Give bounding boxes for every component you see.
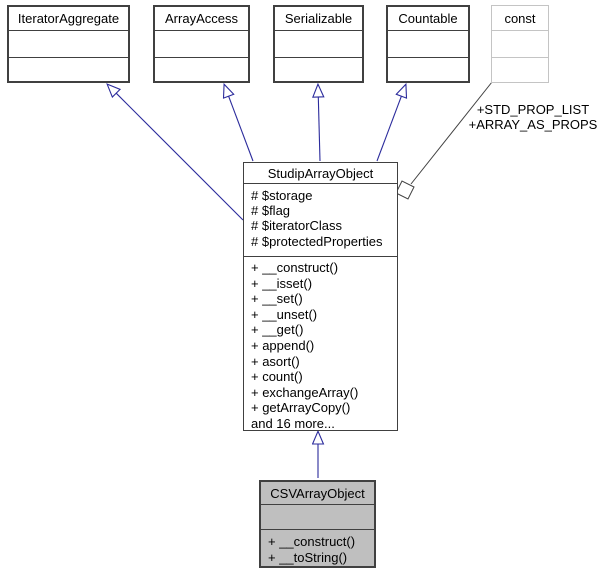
methods-compartment: + __construct() + __toString() [261, 530, 374, 566]
method: + getArrayCopy() [251, 400, 351, 416]
attributes-compartment-empty [155, 31, 248, 58]
method: + __get() [251, 322, 304, 338]
inheritance-edge-array-access [229, 96, 254, 162]
class-node-iterator-aggregate[interactable]: IteratorAggregate [7, 5, 130, 83]
inheritance-edge-iterator-aggregate [116, 93, 244, 221]
attributes-compartment-empty [388, 31, 468, 58]
class-node-studip-array-object[interactable]: StudipArrayObject # $storage # $flag # $… [243, 162, 398, 431]
methods-compartment-empty [155, 58, 248, 81]
method: + __unset() [251, 306, 318, 322]
class-title: StudipArrayObject [244, 163, 397, 184]
usage-diamond-anchor [395, 180, 415, 200]
class-title: ArrayAccess [155, 7, 248, 31]
method: + append() [251, 337, 315, 353]
class-title: Serializable [275, 7, 362, 31]
attributes-compartment-empty [275, 31, 362, 58]
class-title: CSVArrayObject [261, 482, 374, 505]
attribute: # $storage [251, 188, 313, 203]
class-node-csv-array-object[interactable]: CSVArrayObject + __construct() + __toStr… [259, 480, 376, 568]
inheritance-edge-countable [376, 96, 401, 162]
class-title: IteratorAggregate [9, 7, 128, 31]
method: + __toString() [268, 550, 348, 565]
more-members-ellipsis: and 16 more... [251, 415, 335, 431]
attributes-compartment: # $storage # $flag # $iteratorClass # $p… [244, 184, 397, 257]
const-edge-label-line1: +STD_PROP_LIST [476, 102, 590, 117]
method: + exchangeArray() [251, 384, 359, 400]
class-node-const: const [491, 5, 549, 83]
attribute: # $protectedProperties [251, 233, 383, 249]
method: + __construct() [268, 534, 356, 549]
methods-compartment-empty [9, 58, 128, 81]
class-node-array-access[interactable]: ArrayAccess [153, 5, 250, 83]
attributes-compartment-empty [9, 31, 128, 58]
usage-edge-const [410, 81, 493, 185]
class-title: Countable [388, 7, 468, 31]
attributes-compartment-empty [261, 505, 374, 530]
methods-compartment-empty [388, 58, 468, 81]
methods-compartment-empty [492, 58, 548, 82]
method: + __construct() [251, 260, 339, 275]
method: + count() [251, 369, 303, 385]
inheritance-edge-serializable [318, 97, 320, 162]
class-node-countable[interactable]: Countable [386, 5, 470, 83]
class-node-serializable[interactable]: Serializable [273, 5, 364, 83]
methods-compartment: + __construct() + __isset() + __set() + … [244, 257, 397, 432]
method: + __set() [251, 291, 303, 307]
method: + asort() [251, 353, 300, 369]
methods-compartment-empty [275, 58, 362, 81]
method: + __isset() [251, 275, 313, 291]
attributes-compartment-empty [492, 31, 548, 58]
class-title: const [492, 6, 548, 31]
const-edge-label-line2: +ARRAY_AS_PROPS [468, 117, 598, 132]
attribute: # $iteratorClass [251, 218, 343, 234]
const-edge-label: +STD_PROP_LIST +ARRAY_AS_PROPS [458, 102, 607, 132]
attribute: # $flag [251, 203, 291, 219]
